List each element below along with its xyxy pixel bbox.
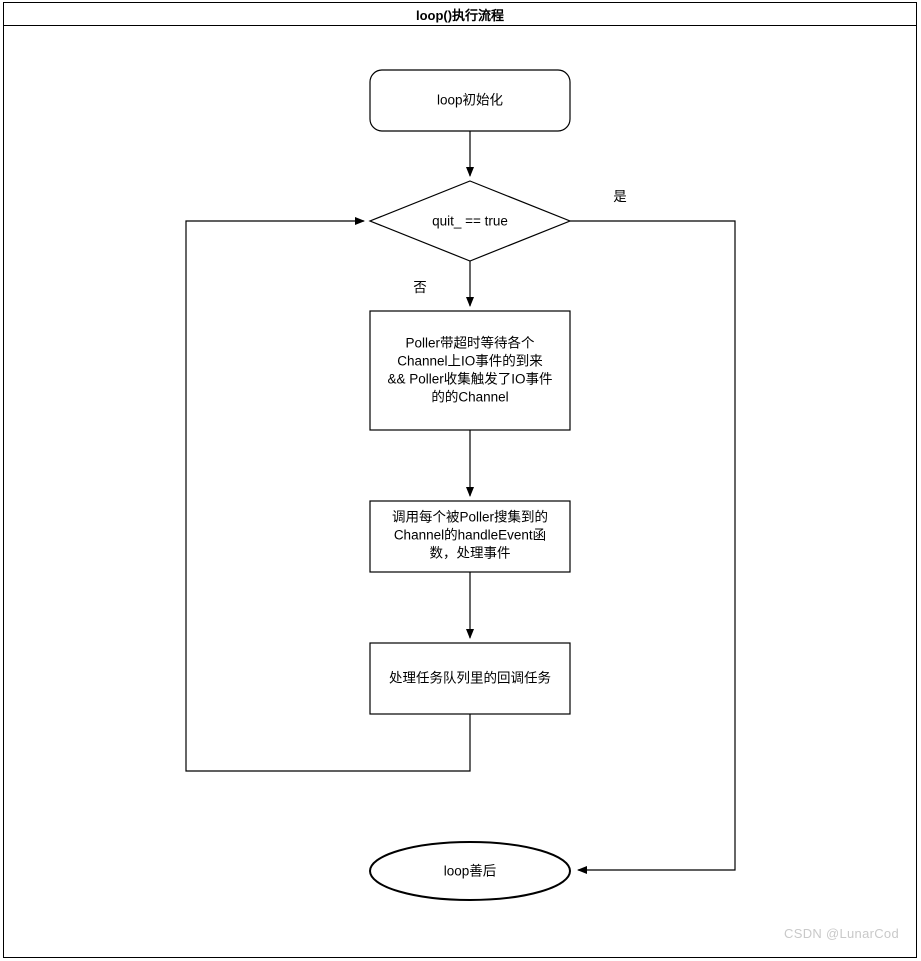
node-loop-cleanup[interactable]: loop善后 [369, 841, 571, 901]
node-handle-callbacks[interactable]: 处理任务队列里的回调任务 [369, 642, 571, 715]
node-poller-wait[interactable]: Poller带超时等待各个 Channel上IO事件的到来 && Poller收… [369, 310, 571, 431]
node-loop-init[interactable]: loop初始化 [369, 69, 571, 132]
edge-decision-no-to-poller: 否 [413, 261, 474, 307]
node-loop-init-label: loop初始化 [437, 92, 503, 108]
node-handle-event-line-1: 调用每个被Poller搜集到的 [392, 510, 548, 525]
node-poller-wait-line-1: Poller带超时等待各个 [405, 335, 535, 351]
node-handle-event[interactable]: 调用每个被Poller搜集到的 Channel的handleEvent函 数，处… [369, 500, 571, 573]
watermark: CSDN @LunarCod [784, 926, 899, 941]
node-loop-cleanup-label: loop善后 [444, 864, 497, 879]
node-decision-quit-label: quit_ == true [432, 214, 508, 229]
node-poller-wait-line-3: && Poller收集触发了IO事件 [387, 372, 552, 387]
node-handle-callbacks-label: 处理任务队列里的回调任务 [389, 671, 551, 686]
node-poller-wait-line-4: 的的Channel [431, 390, 508, 405]
edge-loop-back-to-decision [185, 217, 471, 772]
window-title-bar: loop()执行流程 [3, 2, 917, 26]
node-handle-event-line-2: Channel的handleEvent函 [394, 528, 546, 543]
edge-label-no: 否 [413, 280, 427, 295]
page-title: loop()执行流程 [415, 7, 505, 23]
edge-label-yes: 是 [613, 189, 627, 204]
edge-decision-yes-to-end: 是 [570, 189, 736, 874]
node-decision-quit[interactable]: quit_ == true [368, 180, 572, 262]
node-poller-wait-line-2: Channel上IO事件的到来 [397, 354, 543, 369]
node-handle-event-line-3: 数，处理事件 [430, 546, 511, 561]
